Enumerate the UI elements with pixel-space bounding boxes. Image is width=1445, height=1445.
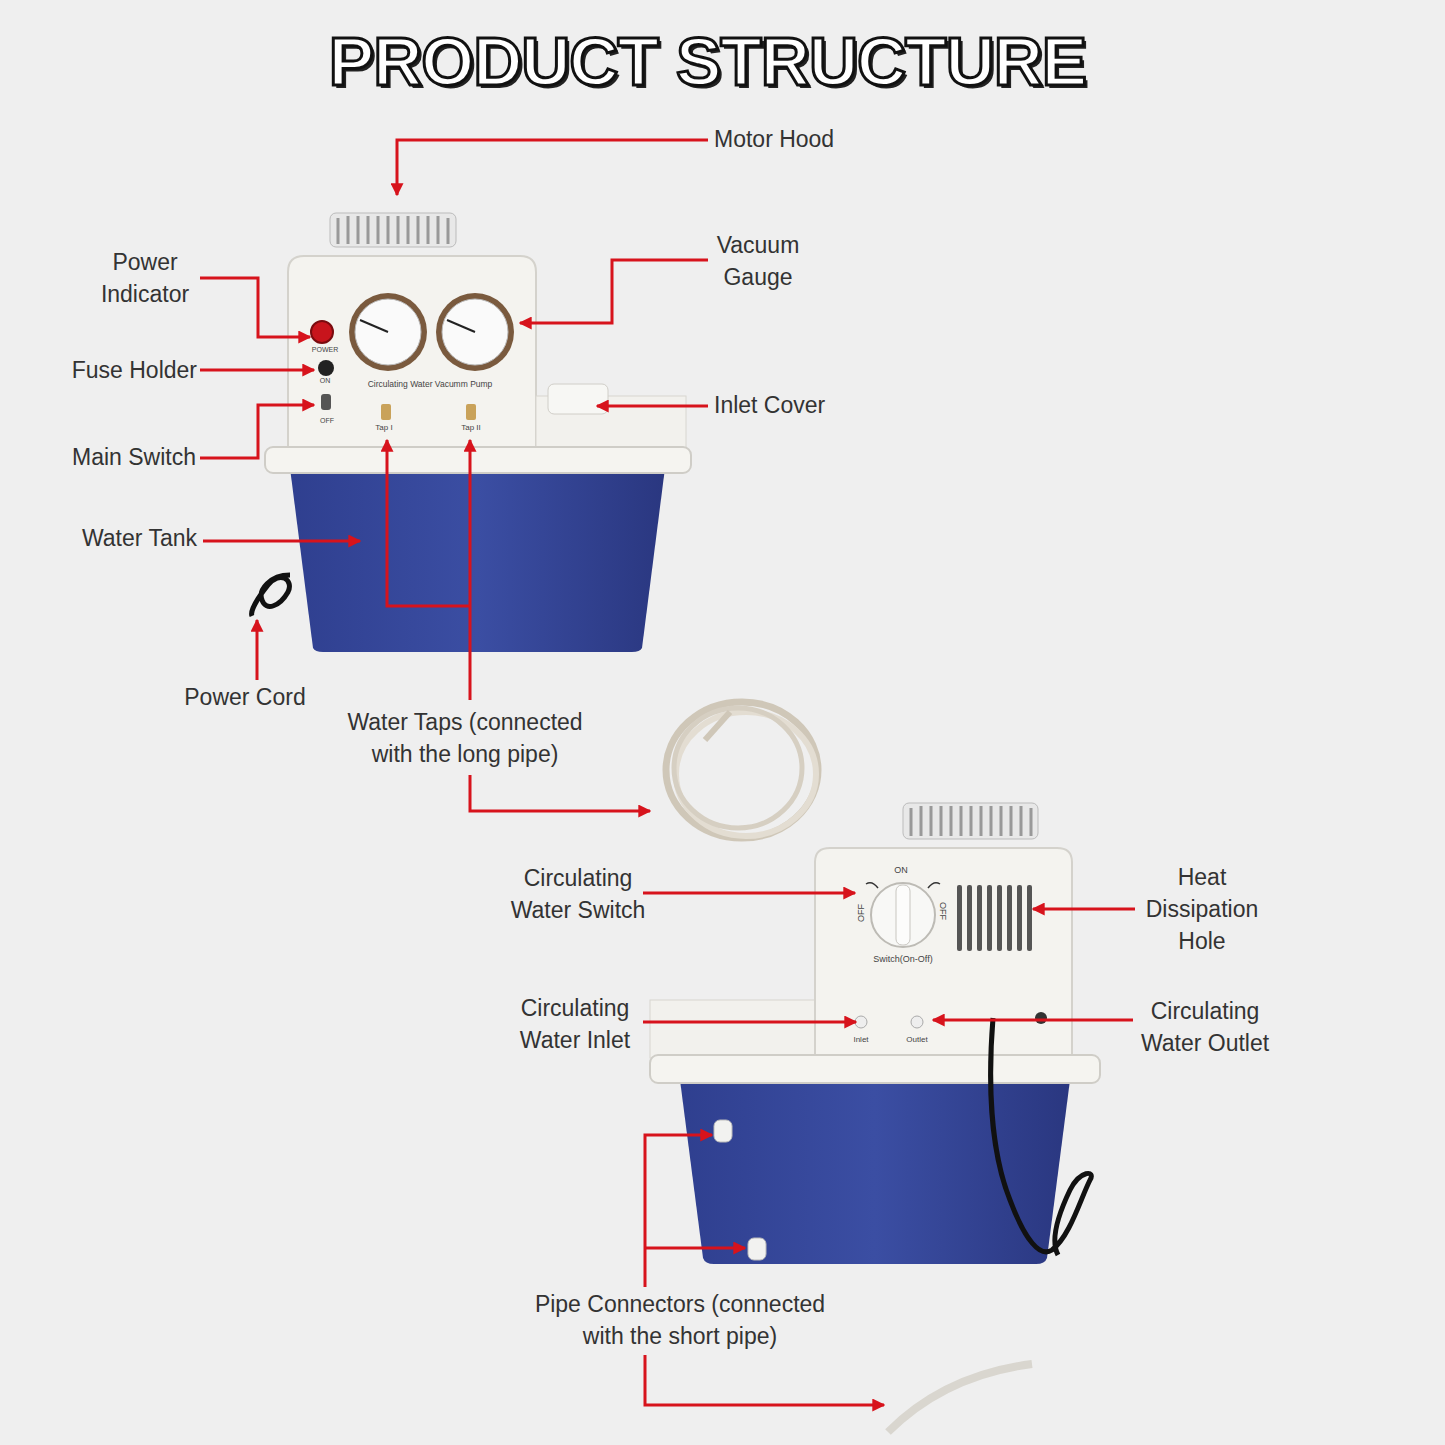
- panel-text: Outlet: [897, 1036, 937, 1045]
- panel-text: OFF: [857, 898, 867, 928]
- part-label: Motor Hood: [714, 123, 974, 155]
- panel-text: Inlet: [841, 1036, 881, 1045]
- panel-text: OFF: [937, 896, 947, 926]
- panel-text: OFF: [312, 417, 342, 425]
- panel-text: Circulating Water Vacumm Pump: [345, 380, 515, 389]
- part-label: Circulating Water Inlet: [495, 992, 655, 1056]
- panel-text: Tap I: [364, 424, 404, 433]
- panel-text: Tap II: [451, 424, 491, 433]
- part-label: Water Tank: [0, 522, 197, 554]
- panel-text: Switch(On-Off): [853, 955, 953, 965]
- part-label: Fuse Holder: [0, 354, 197, 386]
- part-label: Vacuum Gauge: [703, 229, 813, 293]
- diagram-title: PRODUCT STRUCTURE: [0, 22, 1415, 100]
- panel-text: POWER: [305, 346, 345, 354]
- part-label: Water Taps (connected with the long pipe…: [275, 706, 655, 770]
- part-label: Power Cord: [145, 681, 345, 713]
- panel-text: ON: [310, 377, 340, 385]
- part-label: Heat Dissipation Hole: [1132, 861, 1272, 957]
- pipe-accessories: [666, 702, 1032, 1432]
- part-label: Circulating Water Switch: [498, 862, 658, 926]
- part-label: Main Switch: [0, 441, 196, 473]
- back-pump: [650, 803, 1100, 1264]
- leader-lines: [200, 140, 1135, 1405]
- part-label: Pipe Connectors (connected with the shor…: [480, 1288, 880, 1352]
- panel-text: ON: [886, 866, 916, 876]
- part-label: Circulating Water Outlet: [1125, 995, 1285, 1059]
- part-label: Power Indicator: [85, 246, 205, 310]
- part-label: Inlet Cover: [714, 389, 974, 421]
